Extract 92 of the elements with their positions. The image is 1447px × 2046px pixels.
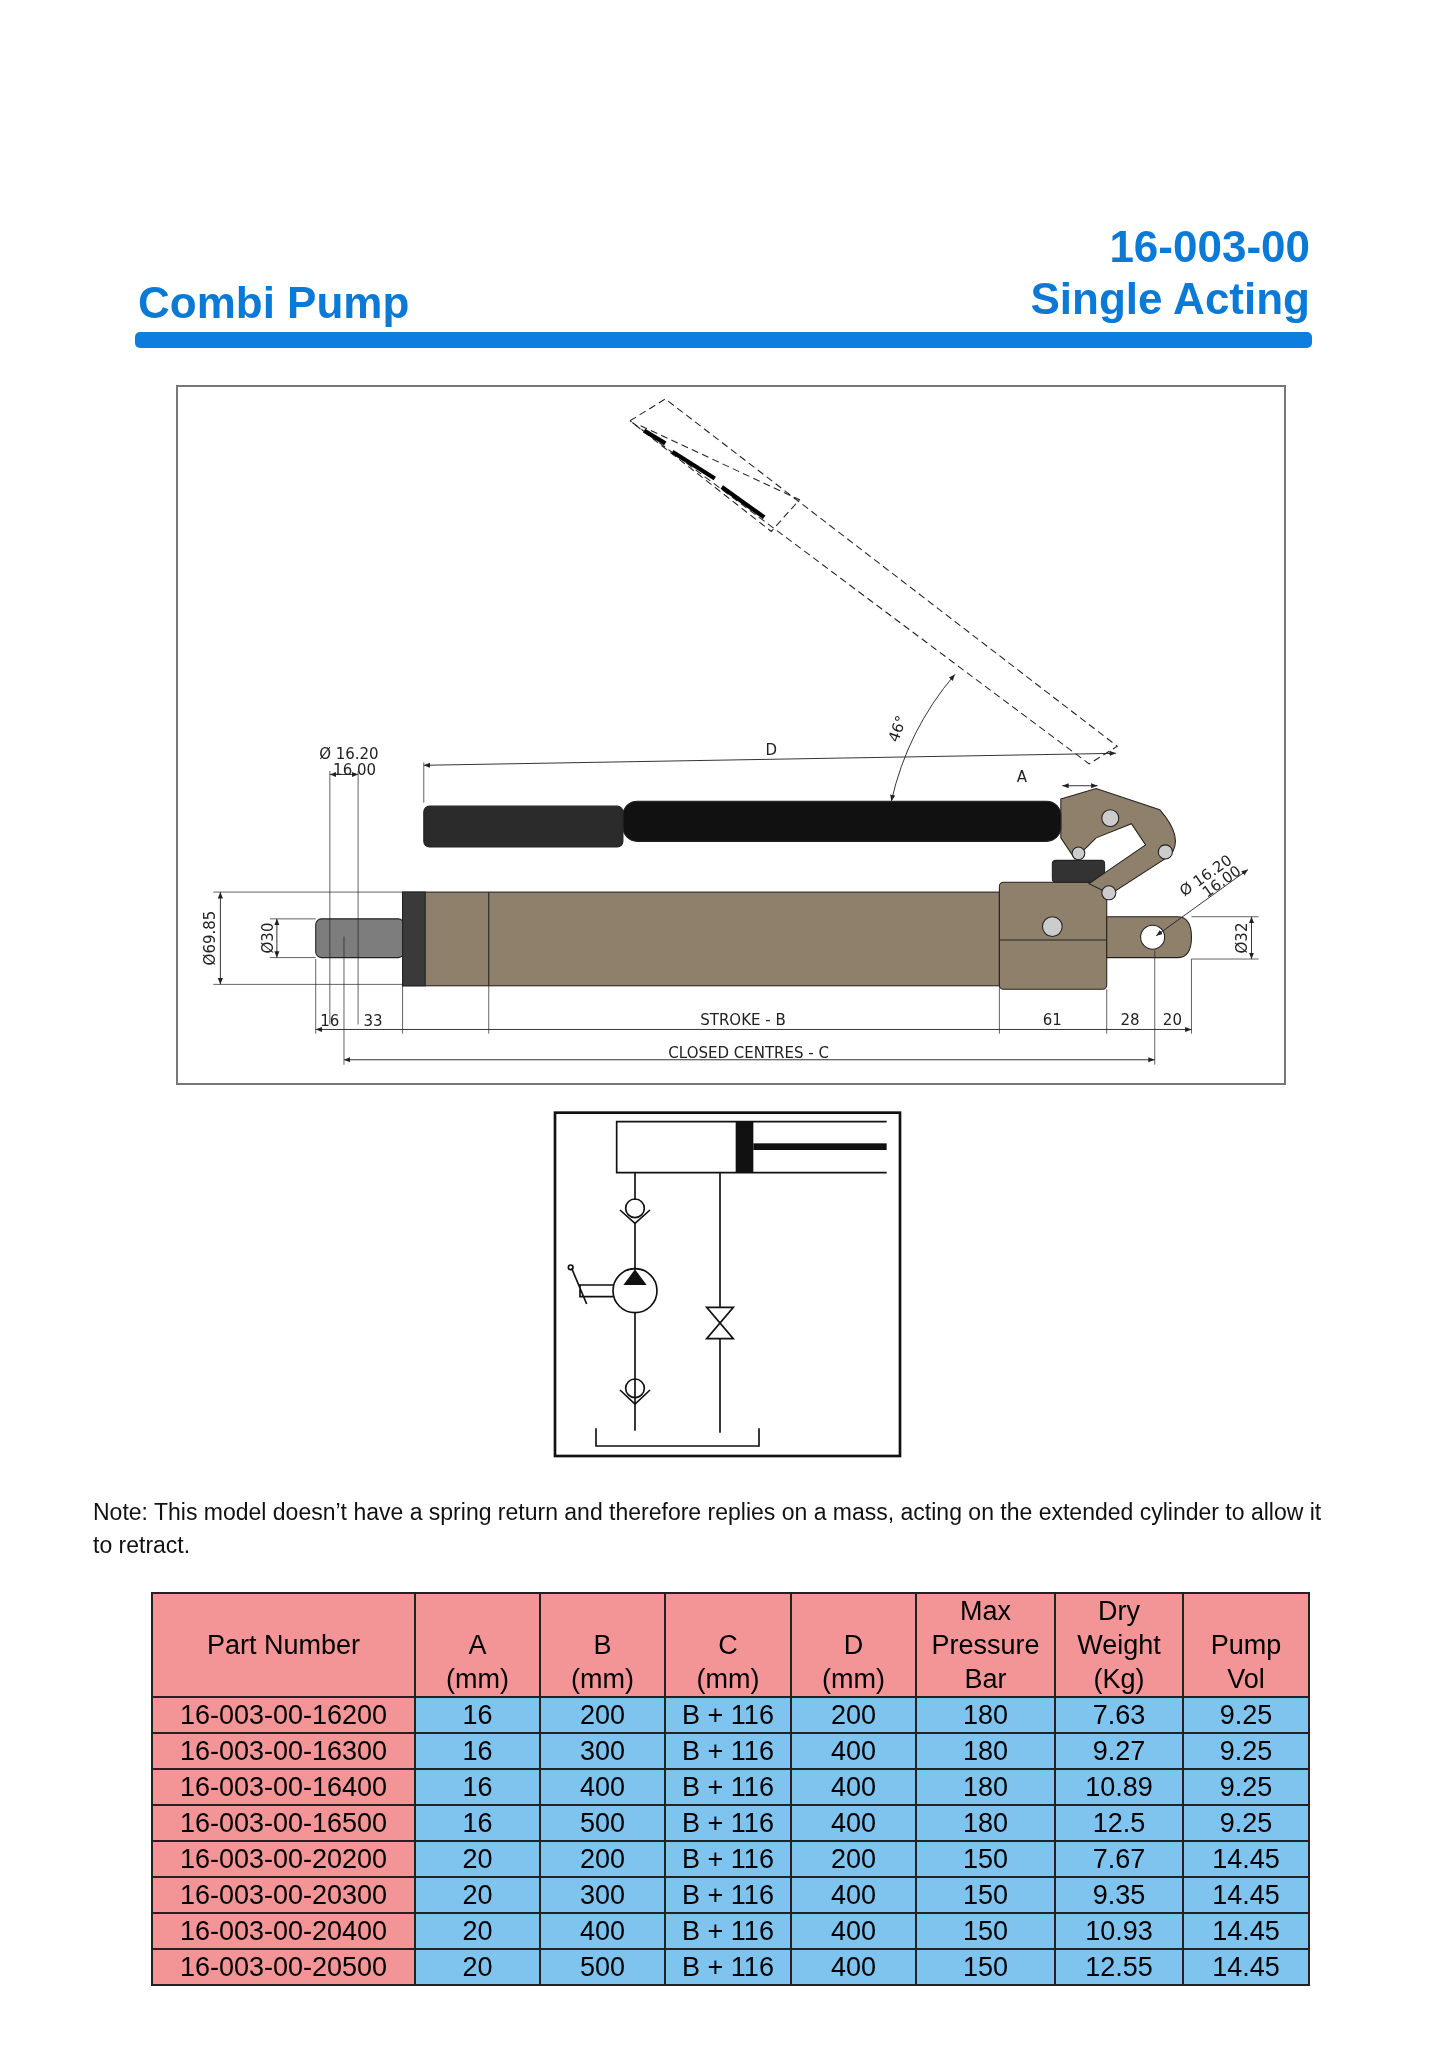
table-cell: 9.25 xyxy=(1183,1697,1309,1733)
dimension-label: CLOSED CENTRES - C xyxy=(668,1045,829,1061)
table-cell: 9.35 xyxy=(1055,1877,1183,1913)
table-cell: 16-003-00-16200 xyxy=(152,1697,415,1733)
dimension-label: 16.00 xyxy=(333,762,377,777)
table-cell: 400 xyxy=(791,1733,916,1769)
table-cell: 16-003-00-16300 xyxy=(152,1733,415,1769)
table-cell: 16-003-00-20400 xyxy=(152,1913,415,1949)
table-cell: 200 xyxy=(540,1697,665,1733)
table-cell: 400 xyxy=(791,1949,916,1985)
table-cell: 500 xyxy=(540,1949,665,1985)
table-cell: 20 xyxy=(415,1841,540,1877)
table-cell: 14.45 xyxy=(1183,1841,1309,1877)
note-text: Note: This model doesn’t have a spring return and therefore replies on a mass, acting on the extended cylinder to allow it to retract. xyxy=(93,1498,1323,1560)
table-cell: 400 xyxy=(791,1805,916,1841)
table-cell: 400 xyxy=(791,1877,916,1913)
table-cell: B + 116 xyxy=(665,1805,791,1841)
table-cell: 9.25 xyxy=(1183,1769,1309,1805)
table-cell: 200 xyxy=(791,1841,916,1877)
table-cell: 10.89 xyxy=(1055,1769,1183,1805)
dimension-label: A xyxy=(1016,769,1028,785)
table-cell: 200 xyxy=(540,1841,665,1877)
table-cell: 300 xyxy=(540,1733,665,1769)
title-bar xyxy=(135,332,1312,348)
table-cell: 400 xyxy=(540,1769,665,1805)
dimension-label: D xyxy=(765,743,778,758)
table-header-cell: Dry Weight (Kg) xyxy=(1055,1593,1183,1697)
table-cell: 20 xyxy=(415,1949,540,1985)
dimension-label: 28 xyxy=(1120,1012,1140,1028)
table-cell: B + 116 xyxy=(665,1949,791,1985)
table-cell: 12.55 xyxy=(1055,1949,1183,1985)
table-cell: B + 116 xyxy=(665,1913,791,1949)
dimension-label: Ø 16.20 xyxy=(319,746,379,762)
table-cell: 180 xyxy=(916,1805,1055,1841)
dimension-label: 33 xyxy=(363,1013,383,1029)
angle-label: 46° xyxy=(886,713,910,744)
table-cell: B + 116 xyxy=(665,1733,791,1769)
table-cell: 9.25 xyxy=(1183,1805,1309,1841)
table-header-cell: C (mm) xyxy=(665,1593,791,1697)
table-cell: 9.25 xyxy=(1183,1733,1309,1769)
dimension-label: 16 xyxy=(320,1013,340,1029)
dimension-label: STROKE - B xyxy=(700,1012,786,1028)
table-cell: 16-003-00-20500 xyxy=(152,1949,415,1985)
table-cell: 16 xyxy=(415,1733,540,1769)
table-cell: 180 xyxy=(916,1733,1055,1769)
table-header-cell: A (mm) xyxy=(415,1593,540,1697)
table-cell: B + 116 xyxy=(665,1841,791,1877)
table-cell: 7.67 xyxy=(1055,1841,1183,1877)
table-cell: 400 xyxy=(791,1769,916,1805)
table-cell: 16 xyxy=(415,1769,540,1805)
table-cell: 9.27 xyxy=(1055,1733,1183,1769)
table-cell: 150 xyxy=(916,1949,1055,1985)
table-cell: 500 xyxy=(540,1805,665,1841)
dimension-label: 20 xyxy=(1162,1012,1182,1028)
table-cell: 16-003-00-20300 xyxy=(152,1877,415,1913)
table-cell: 20 xyxy=(415,1877,540,1913)
table-cell: 16-003-00-16400 xyxy=(152,1769,415,1805)
table-cell: 400 xyxy=(540,1913,665,1949)
subtitle: Single Acting xyxy=(1030,274,1310,324)
table-cell: 150 xyxy=(916,1841,1055,1877)
part-code: 16-003-00 xyxy=(1109,222,1310,272)
table-cell: B + 116 xyxy=(665,1769,791,1805)
table-cell: B + 116 xyxy=(665,1877,791,1913)
table-cell: 180 xyxy=(916,1769,1055,1805)
table-cell: 200 xyxy=(791,1697,916,1733)
table-cell: 20 xyxy=(415,1913,540,1949)
dimension-label: Ø69.85 xyxy=(202,910,218,966)
table-header-cell: B (mm) xyxy=(540,1593,665,1697)
table-cell: 16 xyxy=(415,1697,540,1733)
table-header-cell: D (mm) xyxy=(791,1593,916,1697)
table-cell: 16-003-00-20200 xyxy=(152,1841,415,1877)
dimension-label: Ø30 xyxy=(260,922,276,954)
table-cell: 16-003-00-16500 xyxy=(152,1805,415,1841)
table-cell: B + 116 xyxy=(665,1697,791,1733)
table-cell: 12.5 xyxy=(1055,1805,1183,1841)
table-header-cell: Part Number xyxy=(152,1593,415,1697)
page-title: Combi Pump xyxy=(138,278,410,328)
table-cell: 10.93 xyxy=(1055,1913,1183,1949)
table-cell: 300 xyxy=(540,1877,665,1913)
dimension-label: Ø32 xyxy=(1234,922,1250,954)
table-cell: 14.45 xyxy=(1183,1913,1309,1949)
dimension-label: 61 xyxy=(1042,1012,1062,1028)
table-cell: 16 xyxy=(415,1805,540,1841)
table-cell: 14.45 xyxy=(1183,1877,1309,1913)
table-cell: 7.63 xyxy=(1055,1697,1183,1733)
table-header-cell: Pump Vol xyxy=(1183,1593,1309,1697)
table-cell: 14.45 xyxy=(1183,1949,1309,1985)
table-cell: 150 xyxy=(916,1877,1055,1913)
table-cell: 180 xyxy=(916,1697,1055,1733)
table-header-cell: Max Pressure Bar xyxy=(916,1593,1055,1697)
table-cell: 150 xyxy=(916,1913,1055,1949)
table-cell: 400 xyxy=(791,1913,916,1949)
